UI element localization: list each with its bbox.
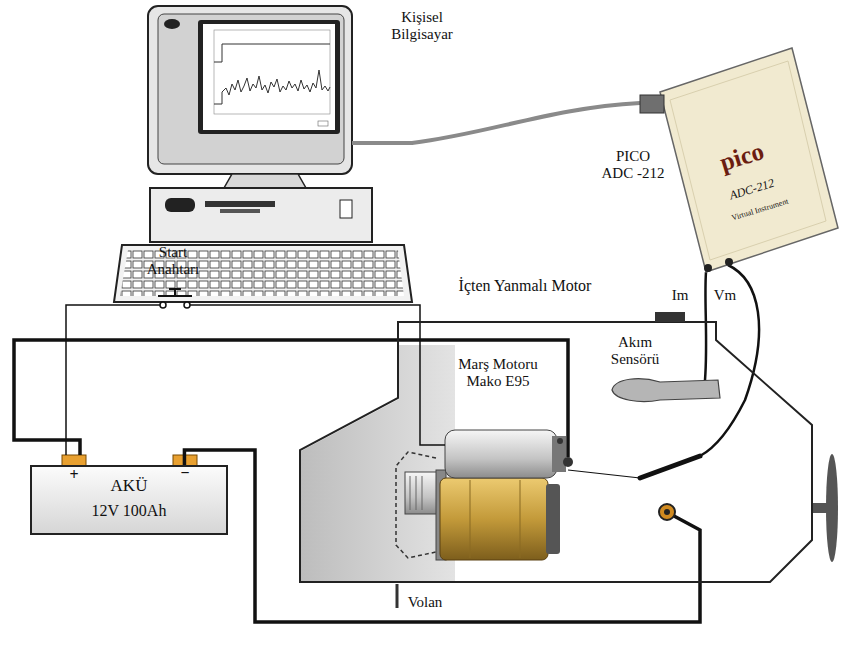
part-label: Volan [403, 594, 447, 611]
computer-illustration [114, 6, 413, 302]
cable [184, 450, 700, 622]
switch-label: Start Anahtarı [138, 244, 208, 279]
computer-node: Kişisel Bilgisayar [112, 5, 412, 305]
battery-box: AKÜ 12V 100Ah [30, 465, 228, 535]
wiring [14, 265, 759, 583]
device-label: PICO ADC -212 [600, 148, 666, 183]
data-logger: PICO ADC -212picoADC-212Virtual Instrume… [640, 45, 838, 277]
part-label: Marş Motoru Mako E95 [448, 356, 548, 391]
signal-name: Vm [712, 287, 738, 304]
engine-label: İçten Yanmalı Motor [430, 277, 620, 295]
terminal-sign: − [177, 464, 193, 482]
battery-rating: 12V 100Ah [32, 502, 226, 520]
sensor-label: Akım Sensörü [602, 334, 668, 369]
terminal-sign: + [66, 466, 82, 484]
signal-name: Im [668, 287, 692, 304]
node-outline [300, 312, 812, 582]
starter-motor [405, 430, 573, 560]
battery-label: AKÜ [32, 476, 226, 496]
cable [412, 103, 640, 143]
engine-outline: İçten Yanmalı Motor [300, 312, 812, 582]
device-label: Kişisel Bilgisayar [380, 9, 464, 44]
